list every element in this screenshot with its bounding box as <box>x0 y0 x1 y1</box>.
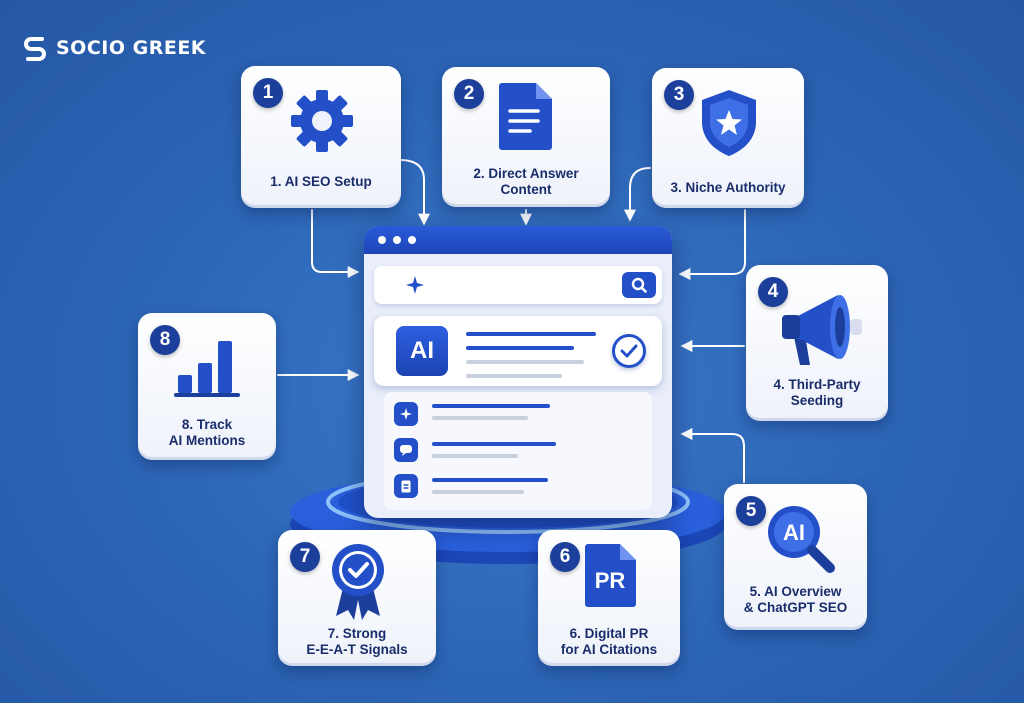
logo-s-icon <box>24 37 46 61</box>
step-label: 2. Direct Answer Content <box>473 166 579 197</box>
brand-logo: SOCIO GREEK <box>22 34 206 62</box>
step-card-3: 3 3. Niche Authority <box>652 68 804 208</box>
step-label: 1. AI SEO Setup <box>270 174 372 189</box>
step-label: 5. AI Overview & ChatGPT SEO <box>743 584 848 615</box>
step-label: 4. Third-Party Seeding <box>773 377 861 408</box>
text-line <box>432 454 518 458</box>
brand-name: SOCIO GREEK <box>56 37 207 59</box>
sparkle-icon <box>394 402 418 426</box>
sparkle-icon <box>406 276 424 294</box>
window-dot <box>408 236 416 244</box>
step-card-2: 2 2. Direct Answer Content <box>442 67 610 207</box>
search-icon <box>631 277 647 293</box>
window-dot <box>378 236 386 244</box>
document-icon <box>499 83 552 150</box>
check-icon <box>612 334 646 368</box>
ai-answer-panel: AI <box>374 316 662 386</box>
text-line <box>432 490 524 494</box>
step-number-badge: 6 <box>550 542 580 572</box>
chat-icon <box>394 438 418 462</box>
step-card-5: 5 AI 5. AI Overview & ChatGPT SEO <box>724 484 867 630</box>
bar-chart-icon <box>174 341 240 397</box>
results-list <box>384 392 652 510</box>
ai-magnifier-text: AI <box>783 520 805 545</box>
text-line <box>466 374 562 378</box>
text-line <box>466 332 596 336</box>
step-number-badge: 7 <box>290 542 320 572</box>
step-card-7: 7 7. Strong E-E-A-T Signals <box>278 530 436 666</box>
step-label: 7. Strong E-E-A-T Signals <box>306 626 408 657</box>
step-card-4: 4 4. Third-Party Seeding <box>746 265 888 421</box>
step-label: 8. Track AI Mentions <box>168 417 246 448</box>
browser-window: AI <box>364 226 672 518</box>
step-number-badge: 4 <box>758 277 788 307</box>
text-line <box>466 346 574 350</box>
award-ribbon-icon <box>332 544 384 620</box>
text-line <box>432 404 550 408</box>
window-dot <box>393 236 401 244</box>
text-line <box>466 360 584 364</box>
shield-star-icon <box>702 90 756 156</box>
step-card-1: 1 1. AI SEO Setup <box>241 66 401 208</box>
browser-title-bar <box>364 226 672 254</box>
megaphone-icon <box>782 295 862 365</box>
text-line <box>432 416 528 420</box>
pr-document-icon: PR <box>585 544 636 607</box>
step-card-8: 8 8. Track AI Mentions <box>138 313 276 460</box>
step-label: 6. Digital PR for AI Citations <box>560 626 658 657</box>
search-button[interactable] <box>622 272 656 298</box>
step-number-badge: 5 <box>736 496 766 526</box>
step-number-badge: 1 <box>253 78 283 108</box>
step-card-6: 6 PR 6. Digital PR for AI Citations <box>538 530 680 666</box>
pr-document-text: PR <box>595 568 626 593</box>
step-label: 3. Niche Authority <box>670 180 786 195</box>
doc-icon <box>394 474 418 498</box>
step-number-badge: 2 <box>454 79 484 109</box>
text-line <box>432 478 548 482</box>
search-bar[interactable] <box>374 266 662 304</box>
gear-icon <box>291 90 353 152</box>
ai-magnifier-icon: AI <box>768 506 835 573</box>
text-line <box>432 442 556 446</box>
step-number-badge: 3 <box>664 80 694 110</box>
ai-badge: AI <box>396 326 448 376</box>
step-number-badge: 8 <box>150 325 180 355</box>
